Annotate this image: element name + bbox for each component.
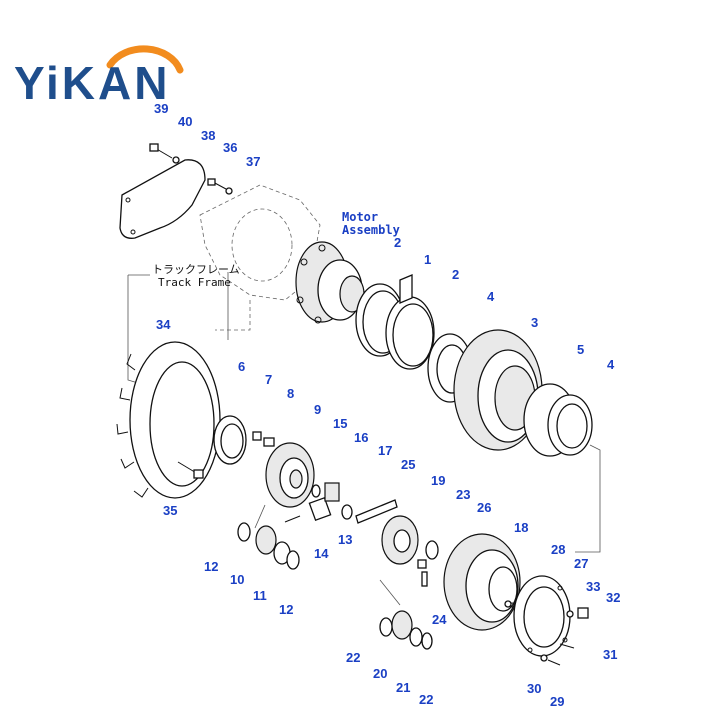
callout-8: 8 <box>287 386 295 401</box>
motor-assembly-label-line2: Assembly <box>342 223 400 237</box>
callout-11: 11 <box>253 588 267 603</box>
bolt-head-39 <box>149 143 159 152</box>
callout-16: 16 <box>354 430 369 445</box>
callout-14: 14 <box>314 546 329 561</box>
pin-24 <box>421 571 428 587</box>
brand-logo: YiKAN <box>14 57 171 109</box>
washer-30 <box>540 654 548 662</box>
callout-22: 22 <box>419 692 434 707</box>
leader-lower <box>254 504 266 529</box>
callout-5: 5 <box>577 342 585 357</box>
callout-7: 7 <box>265 372 273 387</box>
callout-24: 24 <box>432 612 447 627</box>
floating-seal-1 <box>399 274 413 304</box>
callout-2: 2 <box>452 267 460 282</box>
plug-32 <box>577 607 589 619</box>
callout-1: 1 <box>424 252 432 267</box>
track-frame-bore <box>231 208 293 282</box>
callout-37: 37 <box>246 154 261 169</box>
callout-19: 19 <box>431 473 446 488</box>
callout-18: 18 <box>514 520 529 535</box>
spacer-13 <box>308 496 332 522</box>
callout-32: 32 <box>606 590 621 605</box>
cover-plate <box>119 159 206 239</box>
callout-28: 28 <box>551 542 566 557</box>
callout-30: 30 <box>527 681 542 696</box>
sprocket-34 <box>116 341 221 499</box>
washer-33 <box>566 610 574 618</box>
callout-12: 12 <box>204 559 219 574</box>
cover-27 <box>509 575 571 657</box>
callout-23: 23 <box>456 487 471 502</box>
bearing-21 <box>409 627 423 647</box>
callout-25: 25 <box>401 457 416 472</box>
leader-right <box>575 444 601 553</box>
callout-39: 39 <box>154 101 169 116</box>
motor-assembly-label-line1: Motor <box>342 210 379 224</box>
pin-23 <box>417 559 427 569</box>
callout-40: 40 <box>178 114 193 129</box>
callout-4: 4 <box>607 357 615 372</box>
callout-3: 3 <box>531 315 539 330</box>
cover-bolt-hole <box>130 229 136 235</box>
cover-bolt-hole <box>125 197 131 203</box>
bolt-8 <box>263 437 275 447</box>
callout-6: 6 <box>238 359 246 374</box>
thrust-washer-12b <box>286 550 300 570</box>
pin-14 <box>284 515 301 523</box>
track-frame-label-en: Track Frame <box>158 276 231 289</box>
callout-27: 27 <box>574 556 589 571</box>
callout-2: 2 <box>394 235 402 250</box>
washer-40 <box>172 156 180 164</box>
bolt-head-36 <box>207 178 216 186</box>
callout-21: 21 <box>396 680 411 695</box>
callout-34: 34 <box>156 317 171 332</box>
logo-arc-icon <box>106 45 184 74</box>
planet-gear-10 <box>255 525 277 555</box>
callout-38: 38 <box>201 128 216 143</box>
carrier-9 <box>265 442 315 508</box>
leader-gear <box>379 579 401 606</box>
callout-29: 29 <box>550 694 565 709</box>
washer-37 <box>225 187 233 195</box>
callout-4: 4 <box>487 289 495 304</box>
callout-26: 26 <box>477 500 492 515</box>
callout-35: 35 <box>163 503 178 518</box>
bolt-29 <box>547 659 561 666</box>
callout-9: 9 <box>314 402 322 417</box>
ring-17 <box>341 504 353 520</box>
track-frame-label-jp: トラックフレーム <box>152 263 240 276</box>
washer-22a <box>379 617 393 637</box>
callout-20: 20 <box>373 666 388 681</box>
callout-36: 36 <box>223 140 238 155</box>
washer-15 <box>311 484 321 498</box>
ring-26 <box>425 540 439 560</box>
callout-33: 33 <box>586 579 601 594</box>
washer-22b <box>421 632 433 650</box>
bolt-head-35 <box>193 469 204 479</box>
plug-31 <box>559 643 575 649</box>
track-frame-leg <box>215 300 251 331</box>
gear-16 <box>324 482 340 502</box>
callout-31: 31 <box>603 647 618 662</box>
callout-22: 22 <box>346 650 361 665</box>
callout-10: 10 <box>230 572 245 587</box>
callout-15: 15 <box>333 416 348 431</box>
shaft-25 <box>355 499 398 524</box>
callout-13: 13 <box>338 532 353 547</box>
o-ring-28 <box>504 600 512 608</box>
gear-20 <box>391 610 413 640</box>
callout-17: 17 <box>378 443 393 458</box>
pin-7 <box>252 431 262 441</box>
callout-12: 12 <box>279 602 294 617</box>
motor-assembly <box>295 241 365 324</box>
thrust-washer-12a <box>237 522 251 542</box>
